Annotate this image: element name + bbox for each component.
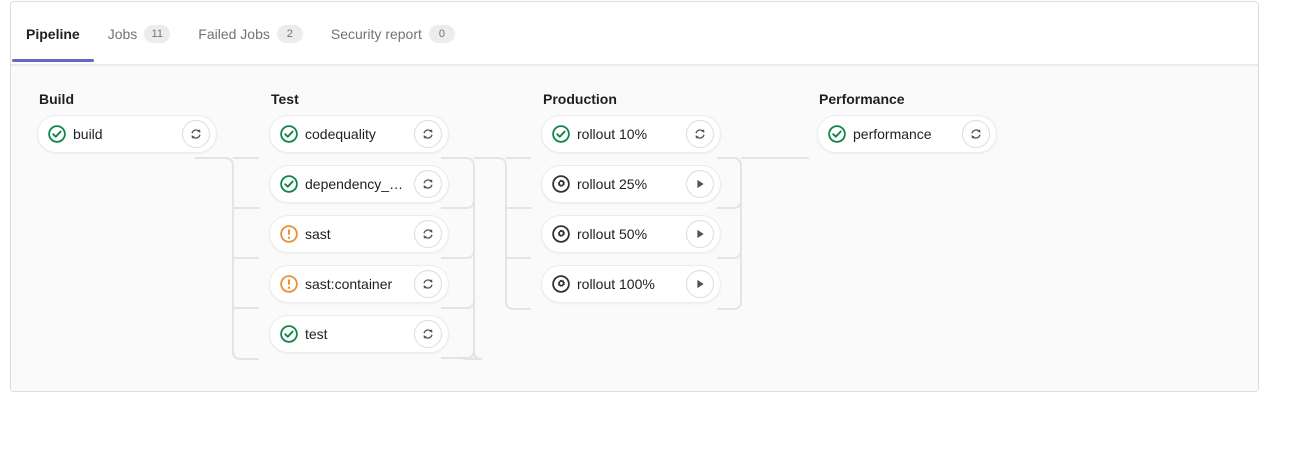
job-name: sast:container [305,276,393,292]
tab-jobs[interactable]: Jobs 11 [94,2,185,64]
retry-icon [695,129,705,139]
pipeline-job-card[interactable]: sast [269,215,449,253]
job-name: dependency_s… [305,176,406,192]
job-retry-button[interactable] [182,120,210,148]
job-retry-button[interactable] [686,120,714,148]
job-play-button[interactable] [686,270,714,298]
retry-icon [423,329,433,339]
tab-label: Security report [330,26,422,42]
status-success-icon [280,325,298,343]
tab-count-badge: 0 [428,25,455,43]
status-warning-icon [280,275,298,293]
tab-security-report[interactable]: Security report 0 [317,2,469,64]
stage-title: Build [39,91,74,107]
retry-icon [423,129,433,139]
stage-job-list: performance [817,115,997,165]
pipeline-job-card[interactable]: rollout 25% [541,165,721,203]
pipeline-job-card[interactable]: rollout 10% [541,115,721,153]
retry-icon [423,179,433,189]
job-retry-button[interactable] [414,220,442,248]
status-warning-icon [280,225,298,243]
stage-title: Production [543,91,617,107]
status-manual-icon [552,225,570,243]
job-retry-button[interactable] [414,170,442,198]
job-name: rollout 25% [577,176,648,192]
job-name: build [73,126,103,142]
status-success-icon [280,325,298,343]
status-success-icon [280,125,298,143]
pipeline-job-card[interactable]: build [37,115,217,153]
status-success-icon [48,125,66,143]
tab-label: Pipeline [26,26,80,42]
stage-title: Test [271,91,299,107]
play-icon [697,279,704,289]
pipeline-job-card[interactable]: performance [817,115,997,153]
pipeline-job-card[interactable]: test [269,315,449,353]
pipeline-graph: Build build Test codequality dependency_s…sa… [11,65,1258,391]
retry-icon [423,229,433,239]
status-manual-icon [552,175,570,193]
job-retry-button[interactable] [414,120,442,148]
status-warning-icon [280,225,298,243]
pipeline-job-card[interactable]: dependency_s… [269,165,449,203]
status-success-icon [280,175,298,193]
pipeline-card: Pipeline Jobs 11 Failed Jobs 2 Security repor… [10,1,1259,392]
stage-title: Performance [819,91,905,107]
job-play-button[interactable] [686,220,714,248]
status-success-icon [828,125,846,143]
retry-icon [971,129,981,139]
status-manual-icon [552,275,570,293]
status-warning-icon [280,275,298,293]
tab-failed-jobs[interactable]: Failed Jobs 2 [184,2,317,64]
job-name: rollout 100% [577,276,655,292]
tab-pipeline[interactable]: Pipeline [12,2,94,64]
active-tab-indicator [12,59,94,62]
retry-icon [191,129,201,139]
tab-label: Jobs [107,26,138,42]
pipeline-job-card[interactable]: codequality [269,115,449,153]
status-success-icon [552,125,570,143]
play-icon [697,179,704,189]
job-name: test [305,326,328,342]
status-success-icon [552,125,570,143]
play-icon [697,229,704,239]
pipeline-job-card[interactable]: sast:container [269,265,449,303]
job-name: codequality [305,126,376,142]
job-retry-button[interactable] [414,320,442,348]
stage-job-list: codequality dependency_s…sast sast:contain… [269,115,449,365]
pipeline-job-card[interactable]: rollout 50% [541,215,721,253]
status-manual-icon [552,175,570,193]
pipeline-job-card[interactable]: rollout 100% [541,265,721,303]
job-name: sast [305,226,331,242]
job-name: performance [853,126,932,142]
status-manual-icon [552,275,570,293]
status-success-icon [280,125,298,143]
pipeline-tabs: Pipeline Jobs 11 Failed Jobs 2 Security repor… [11,2,1258,65]
job-name: rollout 50% [577,226,648,242]
tab-label: Failed Jobs [198,26,270,42]
job-play-button[interactable] [686,170,714,198]
status-success-icon [48,125,66,143]
status-success-icon [828,125,846,143]
stage-job-list: rollout 10% rollout 25% rollout 50% rollout… [541,115,721,315]
tab-count-badge: 2 [276,25,303,43]
stage-job-list: build [37,115,217,165]
status-manual-icon [552,225,570,243]
status-success-icon [280,175,298,193]
job-retry-button[interactable] [962,120,990,148]
retry-icon [423,279,433,289]
job-name: rollout 10% [577,126,648,142]
tab-count-badge: 11 [144,25,171,43]
job-retry-button[interactable] [414,270,442,298]
